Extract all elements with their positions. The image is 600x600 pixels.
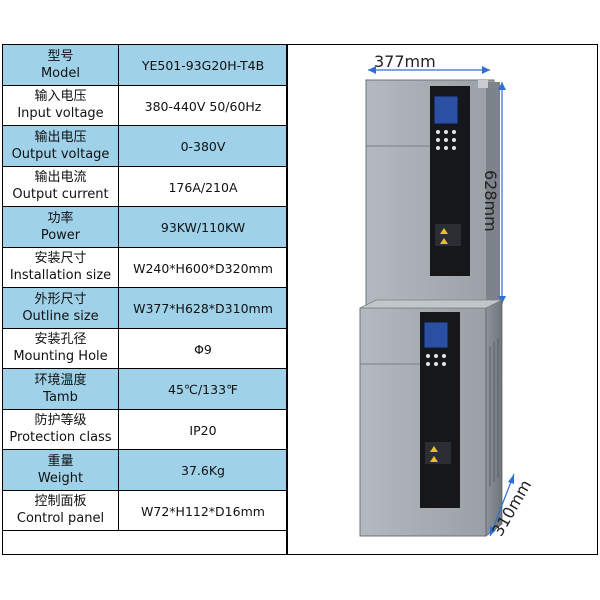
width-label: 377mm bbox=[374, 52, 436, 71]
spec-value: 45℃/133℉ bbox=[118, 368, 288, 410]
width-dimension bbox=[368, 66, 490, 74]
height-label: 628mm bbox=[481, 170, 500, 232]
spec-value: 93KW/110KW bbox=[118, 206, 288, 248]
spec-value: 37.6Kg bbox=[118, 449, 288, 491]
spec-value: W240*H600*D320mm bbox=[118, 246, 288, 288]
column-divider bbox=[286, 44, 288, 555]
depth-dimension bbox=[489, 473, 515, 537]
outer-frame bbox=[2, 44, 598, 555]
spec-value: Φ9 bbox=[118, 327, 288, 369]
spec-value: W72*H112*D16mm bbox=[118, 489, 288, 531]
spec-value: IP20 bbox=[118, 408, 288, 450]
inverter-front-view bbox=[365, 79, 500, 309]
spec-value: 0-380V bbox=[118, 125, 288, 167]
spec-value: 176A/210A bbox=[118, 165, 288, 207]
spec-value: 380-440V 50/60Hz bbox=[118, 84, 288, 126]
inverter-perspective-view bbox=[359, 299, 503, 537]
product-illustration bbox=[359, 66, 515, 537]
